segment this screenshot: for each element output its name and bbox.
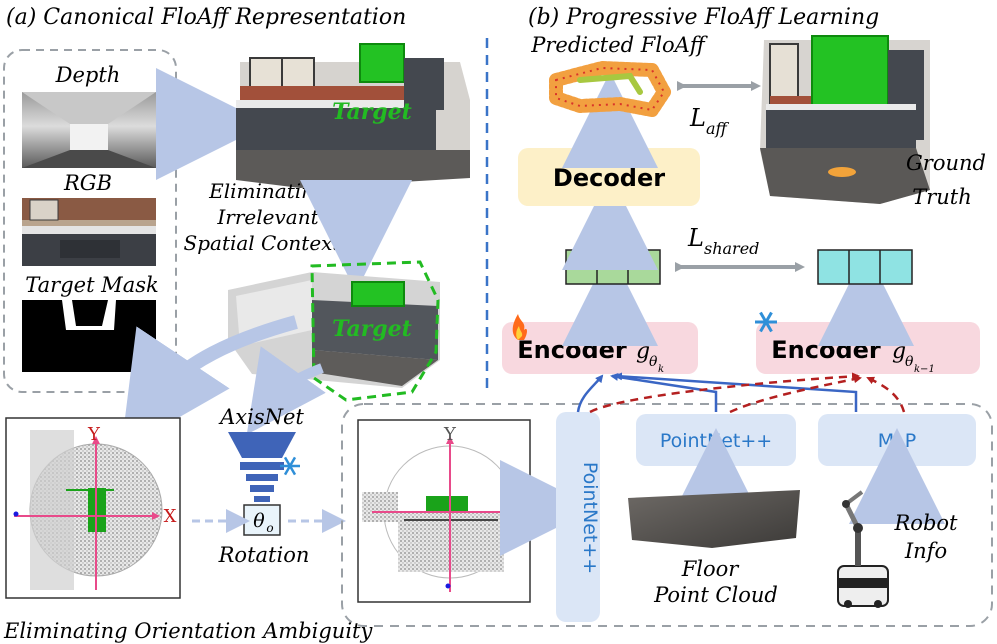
eliminating-text-3: Spatial Context (184, 231, 342, 255)
axisnet-funnel (228, 432, 296, 502)
topview-after-rotation (357, 419, 531, 603)
pointnet-floor-to-encoder-left (610, 372, 718, 412)
encoder-right-box (756, 322, 980, 374)
encoder-left-g: g (636, 339, 650, 364)
full-scene-render: Target (236, 43, 470, 188)
ground-truth-label-2: Truth (912, 185, 972, 209)
topview-before-rotation (5, 417, 181, 599)
depth-image (22, 92, 156, 168)
ground-truth-scene (760, 35, 930, 204)
encoder-right-label: Encoder (771, 336, 881, 364)
theta-subscript: o (266, 521, 273, 535)
mlp-label: MLP (878, 430, 916, 452)
pointnet-vertical-label: PointNet++ (579, 462, 601, 574)
rgb-image (22, 198, 156, 266)
robot-label-2: Info (904, 539, 947, 563)
floor-point-cloud (628, 490, 800, 548)
curve-arrow-to-axisnet (246, 346, 326, 435)
pointnet-floor-label: PointNet++ (660, 430, 772, 452)
rgb-label: RGB (63, 171, 112, 195)
predicted-label: Predicted FloAff (530, 33, 708, 57)
axis-x-label-left: X (164, 506, 177, 527)
l-shared-sub: shared (704, 239, 759, 258)
snowflake-icon-encoder (755, 311, 777, 333)
robot-label-1: Robot (894, 511, 959, 535)
axis-y-label-right: Y (443, 424, 457, 445)
title-a: (a) Canonical FloAff Representation (6, 5, 406, 30)
curve-arrow-to-topview (120, 315, 298, 451)
l-shared-label: L (687, 224, 704, 252)
snowflake-icon (280, 456, 300, 476)
pointnet-to-encoder-left (576, 374, 604, 413)
eliminating-text-1: Eliminating (208, 179, 327, 203)
encoder-left-label: Encoder (517, 336, 627, 364)
target-mask-image (22, 300, 156, 372)
bottom-container (341, 403, 993, 627)
floor-label-1: Floor (681, 557, 741, 581)
ground-truth-label-1: Ground (906, 151, 986, 175)
feature-vector-left (565, 249, 661, 285)
encoder-left-theta: θ (649, 354, 658, 370)
mlp-to-encoder-right (866, 376, 906, 413)
title-b: (b) Progressive FloAff Learning (528, 5, 879, 30)
axisnet-label: AxisNet (218, 405, 304, 429)
theta-box (243, 504, 281, 536)
encoder-left-k: k (658, 364, 664, 375)
encoder-right-g: g (892, 339, 906, 364)
pointnet-floor-to-encoder-right (729, 375, 862, 414)
feature-vector-right (817, 249, 913, 285)
l-aff-label: L (689, 104, 706, 132)
fire-icon (512, 314, 527, 340)
floor-label-2: Point Cloud (653, 583, 778, 607)
encoder-right-k: k−1 (914, 364, 935, 375)
decoder-label: Decoder (553, 164, 665, 192)
eliminating-text-2: Irrelevant (216, 205, 319, 229)
l-aff-sub: aff (706, 119, 730, 138)
bottom-caption: Eliminating Orientation Ambiguity (3, 619, 373, 643)
mlp-to-encoder-left (614, 372, 858, 412)
robot-icon (837, 490, 889, 608)
depth-label: Depth (55, 63, 121, 87)
theta-symbol: θ (253, 510, 265, 532)
scene-target-label: Target (332, 99, 412, 125)
axis-x-label-right: X (518, 502, 531, 523)
pointnet-to-encoder-right (589, 372, 860, 414)
encoder-right-theta: θ (905, 354, 914, 370)
rotation-label: Rotation (218, 543, 310, 567)
pointnet-vertical-box (556, 412, 600, 622)
input-panel (3, 49, 177, 393)
cropped-target-label: Target (332, 316, 412, 342)
axis-y-label-left: Y (87, 424, 101, 445)
mask-label: Target Mask (25, 273, 158, 297)
predicted-floaff-heatmap (549, 61, 671, 117)
